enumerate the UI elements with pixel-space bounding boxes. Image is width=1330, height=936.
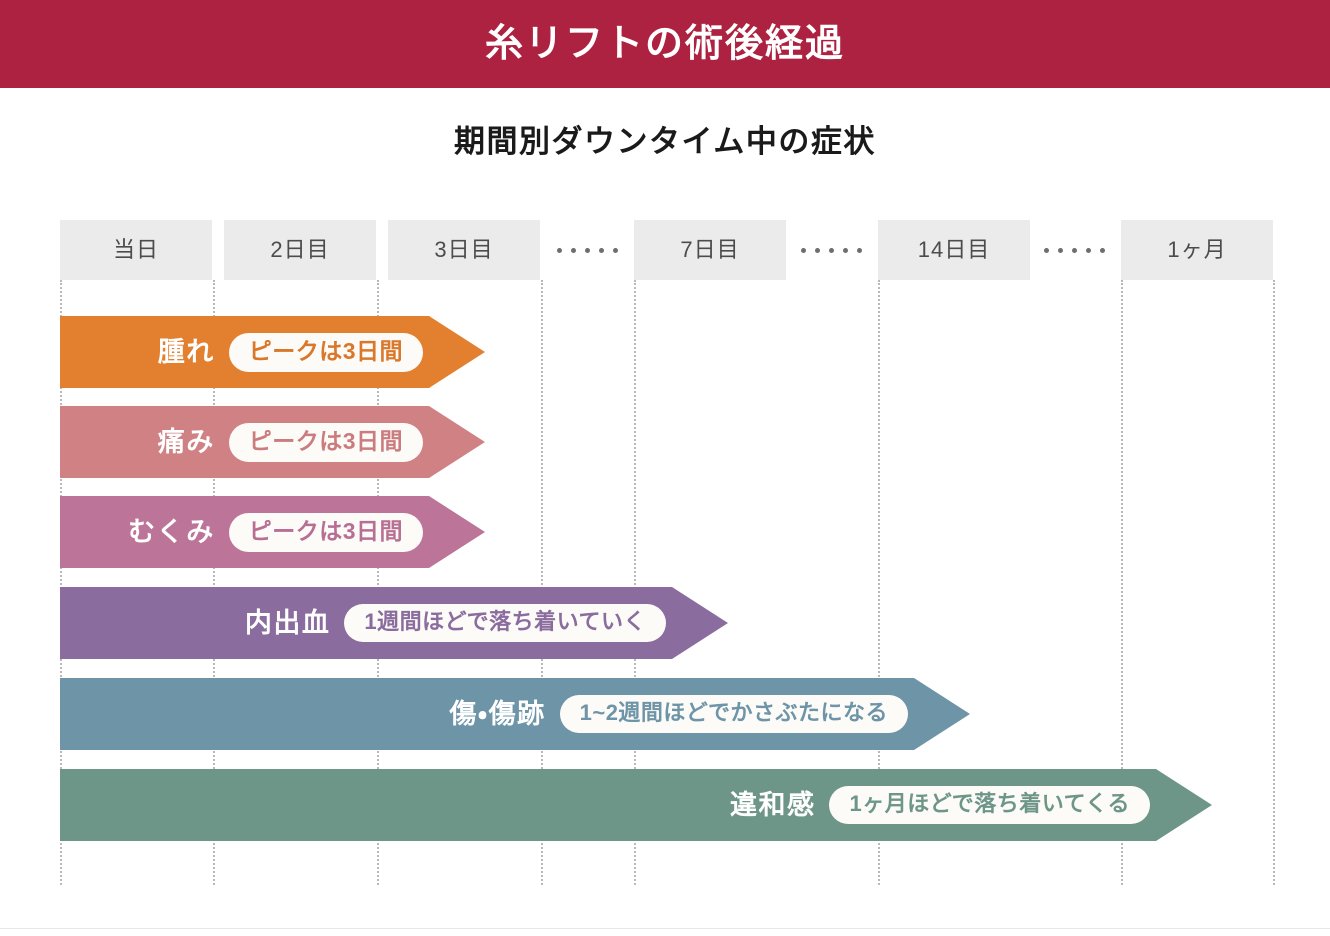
timeline-cell-label: 1ヶ月 bbox=[1167, 237, 1227, 262]
dot-icon bbox=[828, 247, 834, 253]
symptom-note-pill: ピークは3日間 bbox=[229, 333, 423, 372]
symptom-bar-1[interactable]: 痛みピークは3日間 bbox=[60, 406, 485, 478]
gridline-3 bbox=[541, 280, 543, 885]
symptom-bar-3[interactable]: 内出血 1週間ほどで落ち着いていく bbox=[60, 587, 728, 659]
symptom-bar-content: 内出血 1週間ほどで落ち着いていく bbox=[245, 604, 666, 642]
dot-icon bbox=[842, 247, 848, 253]
page-bottom-divider bbox=[0, 928, 1330, 929]
symptom-bar-content: 違和感 1ヶ月ほどで落ち着いてくる bbox=[730, 786, 1150, 824]
gridline-0 bbox=[60, 280, 62, 885]
timeline-cell-label: 当日 bbox=[112, 237, 159, 262]
page-header-band: 糸リフトの術後経過 bbox=[0, 0, 1330, 88]
gridline-7 bbox=[1273, 280, 1275, 885]
dot-icon bbox=[814, 247, 820, 253]
timeline-separator-dots-1 bbox=[796, 220, 866, 280]
symptom-bar-content: 腫れピークは3日間 bbox=[158, 333, 423, 372]
symptom-note-pill: 1週間ほどで落ち着いていく bbox=[344, 604, 666, 642]
symptom-name-label: 違和感 bbox=[729, 789, 816, 820]
timeline-separator-dots-0 bbox=[552, 220, 622, 280]
symptom-bar-5[interactable]: 違和感 1ヶ月ほどで落ち着いてくる bbox=[60, 769, 1212, 841]
gridline-6 bbox=[1121, 280, 1123, 885]
symptom-bar-4[interactable]: 傷・傷跡 1~2週間ほどでかさぶたになる bbox=[60, 678, 970, 750]
timeline-cell-4[interactable]: 14日目 bbox=[878, 220, 1030, 280]
symptom-bar-content: 傷・傷跡 1~2週間ほどでかさぶたになる bbox=[449, 695, 908, 733]
timeline-separator-dots-2 bbox=[1039, 220, 1109, 280]
gridline-1 bbox=[213, 280, 215, 885]
gridline-4 bbox=[634, 280, 636, 885]
symptom-name-label: 内出血 bbox=[244, 607, 331, 638]
dot-icon bbox=[570, 247, 576, 253]
timeline-cell-3[interactable]: 7日目 bbox=[634, 220, 786, 280]
symptom-name-label: 痛み bbox=[157, 426, 215, 457]
timeline-cell-5[interactable]: 1ヶ月 bbox=[1121, 220, 1273, 280]
timeline-cell-label: 2日目 bbox=[270, 237, 330, 262]
dot-icon bbox=[1071, 247, 1077, 253]
dot-icon bbox=[612, 247, 618, 253]
symptom-name-label: 傷・傷跡 bbox=[449, 698, 546, 729]
timeline-cell-label: 14日目 bbox=[917, 237, 991, 262]
symptom-bar-content: 痛みピークは3日間 bbox=[158, 423, 423, 462]
symptom-bar-content: むくみピークは3日間 bbox=[128, 513, 423, 552]
timeline-cell-0[interactable]: 当日 bbox=[60, 220, 212, 280]
page-title: 糸リフトの術後経過 bbox=[484, 23, 845, 65]
dot-icon bbox=[1043, 247, 1049, 253]
timeline-cell-label: 7日目 bbox=[680, 237, 740, 262]
dot-icon bbox=[800, 247, 806, 253]
timeline-cell-1[interactable]: 2日目 bbox=[224, 220, 376, 280]
dot-icon bbox=[1099, 247, 1105, 253]
gridline-5 bbox=[878, 280, 880, 885]
dot-icon bbox=[1057, 247, 1063, 253]
symptom-note-pill: 1~2週間ほどでかさぶたになる bbox=[560, 695, 908, 733]
timeline-cell-2[interactable]: 3日目 bbox=[388, 220, 540, 280]
symptom-bar-2[interactable]: むくみピークは3日間 bbox=[60, 496, 485, 568]
dot-icon bbox=[1085, 247, 1091, 253]
symptom-name-label: 腫れ bbox=[157, 336, 215, 367]
dot-icon bbox=[556, 247, 562, 253]
symptom-note-pill: ピークは3日間 bbox=[229, 513, 423, 552]
dot-icon bbox=[584, 247, 590, 253]
timeline-cell-label: 3日目 bbox=[434, 237, 494, 262]
symptom-note-pill: ピークは3日間 bbox=[229, 423, 423, 462]
gridline-2 bbox=[377, 280, 379, 885]
symptom-bar-0[interactable]: 腫れピークは3日間 bbox=[60, 316, 485, 388]
chart-subtitle: 期間別ダウンタイム中の症状 bbox=[454, 124, 876, 159]
symptom-name-label: むくみ bbox=[128, 516, 215, 547]
dot-icon bbox=[598, 247, 604, 253]
symptom-note-pill: 1ヶ月ほどで落ち着いてくる bbox=[829, 786, 1150, 824]
dot-icon bbox=[856, 247, 862, 253]
